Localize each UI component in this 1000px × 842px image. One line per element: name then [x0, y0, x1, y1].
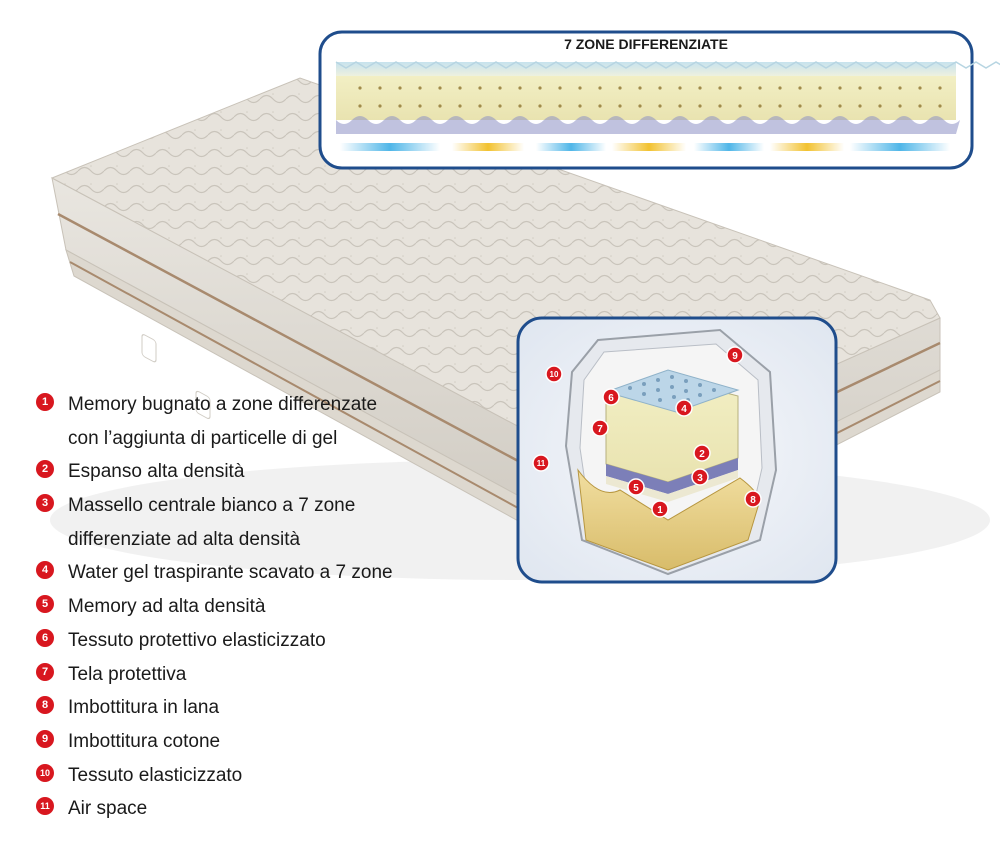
- zone-color-bars: [340, 143, 950, 151]
- legend-text-7-line-1: Tela protettiva: [68, 663, 187, 685]
- legend-text-2-line-1: Espanso alta densità: [68, 461, 245, 483]
- zones-core-layer: [336, 76, 956, 120]
- zones-perforations: [358, 86, 942, 108]
- legend-item-11: 11 Air space: [36, 792, 516, 826]
- cutaway-marker-9: 9: [726, 346, 744, 364]
- svg-text:3: 3: [697, 473, 703, 484]
- svg-text:8: 8: [750, 495, 756, 506]
- svg-text:5: 5: [633, 483, 639, 494]
- cutaway-marker-8: 8: [744, 490, 762, 508]
- svg-text:11: 11: [537, 459, 546, 468]
- legend-marker-5: 5: [36, 595, 54, 614]
- layer-legend: 1 Memory bugnato a zone differenzate con…: [36, 388, 516, 826]
- cutaway-marker-7: 7: [591, 419, 609, 437]
- legend-text-1: Memory bugnato a zone differenzate con l…: [68, 388, 377, 455]
- cutaway-marker-3: 3: [691, 468, 709, 486]
- zones-base-layer: [336, 116, 960, 134]
- legend-item-10: 10 Tessuto elasticizzato: [36, 759, 516, 793]
- zone-bar-5: [694, 143, 764, 151]
- legend-text-2: Espanso alta densità: [68, 455, 244, 489]
- zones-inset: [318, 30, 1000, 170]
- legend-text-3-line-1: Massello centrale bianco a 7 zone: [68, 495, 356, 517]
- legend-marker-8: 8: [36, 696, 54, 715]
- legend-marker-10: 10: [36, 763, 54, 782]
- legend-item-7: 7 Tela protettiva: [36, 658, 516, 692]
- legend-text-10-line-1: Tessuto elasticizzato: [68, 764, 243, 786]
- legend-item-4: 4 Water gel traspirante scavato a 7 zone: [36, 556, 516, 590]
- legend-text-5: Memory ad alta densità: [68, 590, 266, 624]
- cutaway-marker-1: 1: [651, 500, 669, 518]
- cutaway-memory-top: [604, 369, 740, 413]
- legend-text-10: Tessuto elasticizzato: [68, 759, 242, 793]
- legend-marker-11: 11: [36, 797, 54, 816]
- svg-text:4: 4: [681, 404, 687, 415]
- svg-text:10: 10: [550, 370, 559, 379]
- legend-text-4-line-1: Water gel traspirante scavato a 7 zone: [68, 562, 393, 584]
- legend-marker-7: 7: [36, 662, 54, 681]
- zones-top-layer: [336, 62, 956, 76]
- legend-text-8-line-1: Imbottitura in lana: [68, 697, 220, 719]
- legend-text-9-line-1: Imbottitura cotone: [68, 730, 221, 752]
- cutaway-marker-2: 2: [693, 444, 711, 462]
- cutaway-marker-6: 6: [602, 388, 620, 406]
- cutaway-marker-11: 11: [532, 454, 550, 472]
- svg-text:6: 6: [608, 393, 614, 404]
- legend-text-1-line-1: Memory bugnato a zone differenzate: [68, 394, 378, 415]
- cutaway-markers: 1 2 3 4 5 6 7 8 9 10 11: [532, 346, 762, 518]
- cutaway-marker-4: 4: [675, 399, 693, 417]
- legend-text-6-line-1: Tessuto protettivo elasticizzato: [68, 629, 326, 651]
- zone-bar-3: [536, 143, 606, 151]
- legend-text-7: Tela protettiva: [68, 658, 186, 692]
- zone-bar-1: [340, 143, 440, 151]
- legend-marker-2: 2: [36, 460, 54, 479]
- legend-text-8: Imbottitura in lana: [68, 691, 219, 725]
- legend-marker-1: 1: [36, 393, 54, 411]
- legend-text-6: Tessuto protettivo elasticizzato: [68, 624, 326, 658]
- zones-inset-title: 7 ZONE DIFFERENZIATE: [564, 36, 728, 52]
- legend-marker-3: 3: [36, 494, 54, 513]
- legend-item-1: 1 Memory bugnato a zone differenzate con…: [36, 388, 516, 455]
- legend-text-11-line-1: Air space: [68, 798, 148, 820]
- zone-bar-2: [452, 143, 524, 151]
- legend-item-5: 5 Memory ad alta densità: [36, 590, 516, 624]
- legend-text-4: Water gel traspirante scavato a 7 zone: [68, 556, 393, 590]
- svg-text:9: 9: [732, 351, 738, 362]
- legend-text-1-line-2: con l’aggiunta di particelle di gel: [68, 427, 338, 449]
- legend-marker-9: 9: [36, 729, 54, 748]
- svg-text:2: 2: [699, 449, 705, 460]
- legend-text-9: Imbottitura cotone: [68, 725, 220, 759]
- svg-text:1: 1: [657, 505, 663, 516]
- legend-item-6: 6 Tessuto protettivo elasticizzato: [36, 624, 516, 658]
- zone-bar-7: [850, 143, 950, 151]
- legend-text-3: Massello centrale bianco a 7 zone differ…: [68, 489, 355, 556]
- legend-item-3: 3 Massello centrale bianco a 7 zone diff…: [36, 489, 516, 556]
- legend-text-3-line-2: differenziate ad alta densità: [68, 528, 301, 550]
- legend-marker-4: 4: [36, 561, 54, 580]
- cutaway-inset: [516, 316, 838, 584]
- legend-item-8: 8 Imbottitura in lana: [36, 691, 516, 725]
- svg-text:7: 7: [597, 424, 603, 435]
- zone-bar-6: [770, 143, 844, 151]
- cutaway-marker-5: 5: [627, 478, 645, 496]
- legend-item-2: 2 Espanso alta densità: [36, 455, 516, 489]
- legend-text-5-line-1: Memory ad alta densità: [68, 596, 266, 618]
- legend-marker-6: 6: [36, 628, 54, 647]
- legend-text-11: Air space: [68, 792, 147, 826]
- legend-item-9: 9 Imbottitura cotone: [36, 725, 516, 759]
- cutaway-marker-10: 10: [545, 365, 563, 383]
- zone-bar-4: [612, 143, 686, 151]
